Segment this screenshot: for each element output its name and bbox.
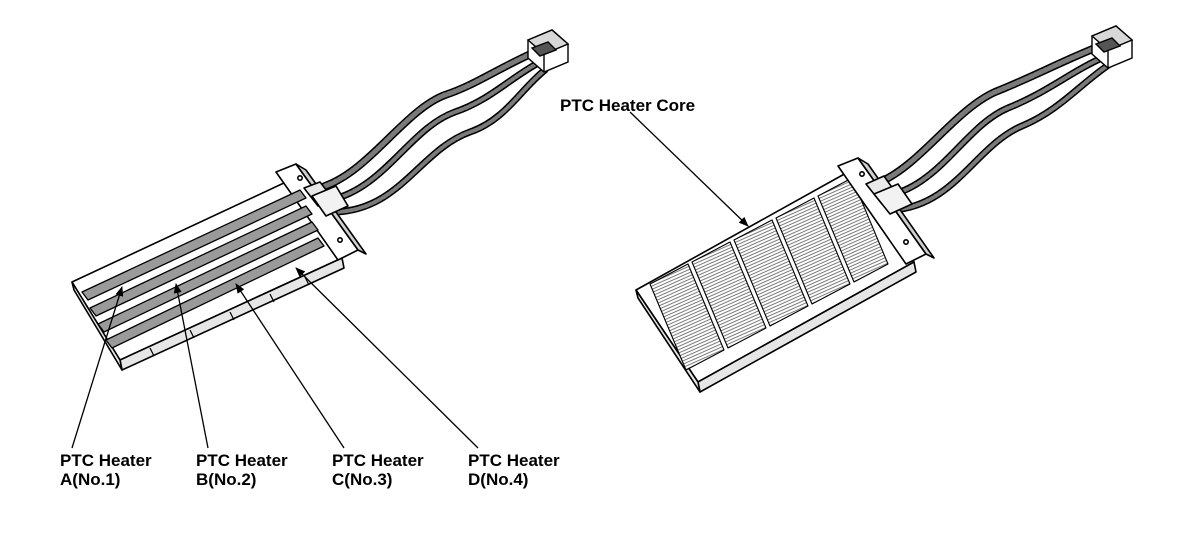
heater-core-end-bracket [837, 157, 935, 265]
leader-heater-core [629, 111, 749, 227]
leader-heater-a [71, 286, 124, 449]
leader-heater-c [235, 283, 345, 449]
leader-lines-left [71, 267, 479, 449]
heater-strip-c [97, 221, 319, 333]
label-heater-a-line1: PTC Heater [60, 451, 152, 470]
heater-strips [81, 189, 325, 349]
heater-strip-a [81, 189, 307, 301]
heater-end-bracket-left [275, 163, 367, 261]
connector-left [526, 29, 570, 73]
heater-assembly-right [635, 25, 1134, 393]
leader-heater-d [295, 267, 479, 449]
label-heater-c-line1: PTC Heater [332, 451, 424, 470]
heater-assembly-left [71, 29, 570, 371]
label-heater-a-line2: A(No.1) [60, 470, 121, 489]
label-heater-a: PTC Heater A(No.1) [60, 451, 152, 489]
heater-core-fins [649, 177, 889, 371]
label-heater-c-line2: C(No.3) [332, 470, 393, 489]
heater-strip-b [89, 205, 313, 317]
leader-heater-b [173, 283, 209, 449]
label-heater-c: PTC Heater C(No.3) [332, 451, 424, 489]
wire-harness-left [321, 48, 549, 216]
label-heater-d: PTC Heater D(No.4) [468, 451, 560, 489]
label-heater-d-line1: PTC Heater [468, 451, 560, 470]
label-heater-b-line1: PTC Heater [196, 451, 288, 470]
connector-right [1090, 25, 1134, 69]
label-heater-b: PTC Heater B(No.2) [196, 451, 288, 489]
label-heater-core: PTC Heater Core [560, 96, 696, 115]
label-heater-b-line2: B(No.2) [196, 470, 257, 489]
wire-harness-right [876, 42, 1114, 214]
label-heater-d-line2: D(No.4) [468, 470, 529, 489]
heater-strip-d [105, 237, 325, 349]
